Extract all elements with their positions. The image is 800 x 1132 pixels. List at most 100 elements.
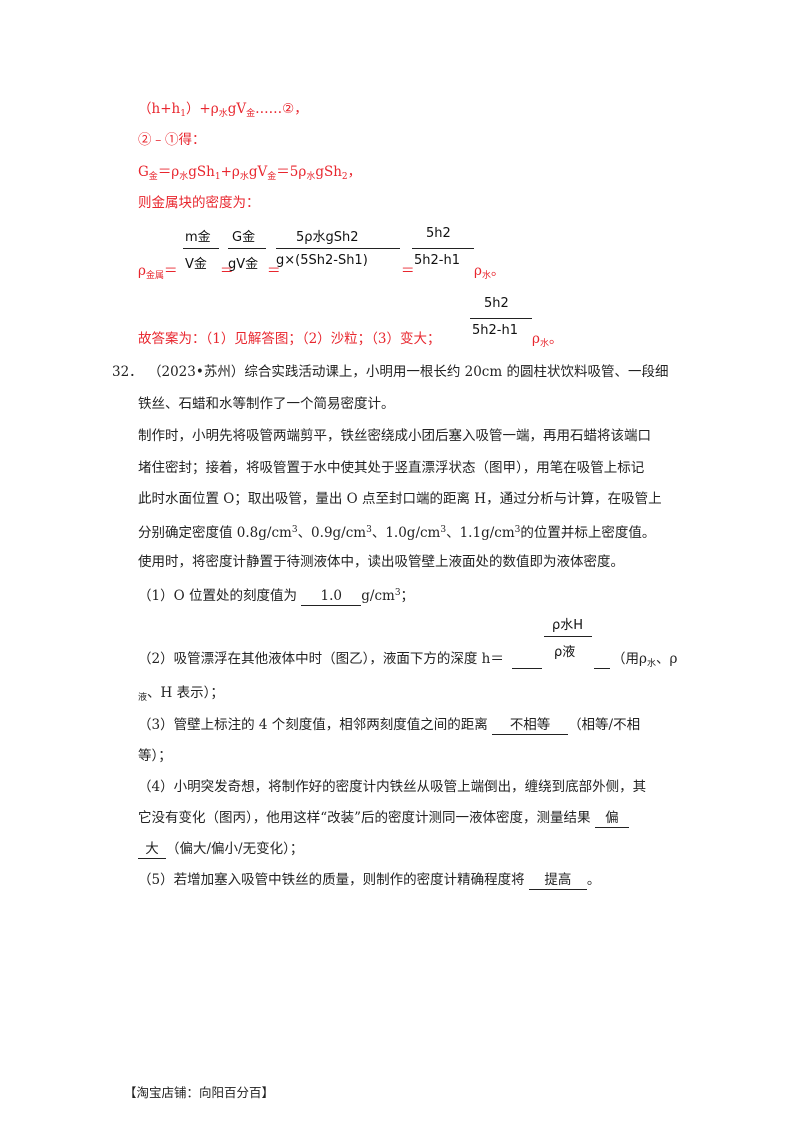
t: 、ρ xyxy=(655,651,678,667)
t: （偏大/偏小/无变化）； xyxy=(166,841,304,857)
subquestion-2-hint-cont: 液、H 表示）； xyxy=(138,684,224,707)
text: gV xyxy=(227,101,247,117)
t: （3）管壁上标注的 4 个刻度值，相邻两刻度值之间的距离 xyxy=(138,717,493,733)
text: （h+h xyxy=(138,101,181,117)
s: 水 xyxy=(481,271,491,281)
t: gV xyxy=(248,164,268,180)
fraction-g-over-gv: G金 gV金 xyxy=(228,226,266,272)
numerator: 5h2 xyxy=(426,226,451,241)
fraction-m-over-v: m金 V金 xyxy=(183,226,219,272)
s: 液 xyxy=(138,693,148,703)
numerator: 5ρ水gSh2 xyxy=(296,230,359,245)
subquestion-4-line-1: （4）小明突发奇想，将制作好的密度计内铁丝从吸管上端倒出，缠绕到底部外侧，其 xyxy=(138,779,647,795)
fraction-expanded: 5ρ水gSh2 g×(5Sh2-Sh1) xyxy=(276,226,400,272)
sup: 3 xyxy=(366,525,372,535)
answer-fraction: 5h2 5h2-h1 xyxy=(470,296,532,342)
t: g/cm xyxy=(361,588,395,604)
t: 分别确定密度值 0.8g/cm xyxy=(138,525,292,541)
question-body-line-4: 分别确定密度值 0.8g/cm3、0.9g/cm3、1.0g/cm3、1.1g/… xyxy=(138,521,655,542)
numerator: ρ水H xyxy=(552,618,584,633)
denominator: g×(5Sh2-Sh1) xyxy=(276,253,368,268)
t: ρ xyxy=(532,331,540,347)
t: ＝ xyxy=(163,263,178,279)
text: 得： xyxy=(178,132,206,148)
s: 金 xyxy=(267,172,277,182)
subquestion-3-cont: 等）； xyxy=(138,748,172,764)
s: 水 xyxy=(306,172,316,182)
numerator: 5h2 xyxy=(484,296,509,311)
denominator: gV金 xyxy=(228,257,259,272)
question-body-line-2: 堵住密封；接着，将吸管置于水中使其处于竖直漂浮状态（图甲），用笔在吸管上标记 xyxy=(138,460,645,476)
sup: 3 xyxy=(514,525,521,535)
t: （相等/不相 xyxy=(568,717,641,733)
t: 、1.1g/cm xyxy=(446,525,515,541)
question-usage-line: 使用时，将密度计静置于待测液体中，读出吸管壁上液面处的数值即为液体密度。 xyxy=(138,554,624,570)
question-intro-line-1: （2023•苏州）综合实践活动课上，小明用一根长约 20cm 的圆柱状饮料吸管、… xyxy=(148,364,669,380)
numerator: m金 xyxy=(185,230,211,245)
equals: ＝ xyxy=(220,263,234,279)
equals: ＝ xyxy=(267,263,281,279)
subquestion-2-hint: （用ρ水、ρ xyxy=(612,650,677,673)
sub: 金 xyxy=(246,109,256,119)
question-number: 32． xyxy=(112,364,143,380)
minus: ﹣ xyxy=(151,132,166,148)
t: gSh xyxy=(188,164,215,180)
t: G xyxy=(138,164,149,180)
answer-blank-5: 提高 xyxy=(528,871,587,890)
t: （1）O 位置处的刻度值为 xyxy=(138,588,302,604)
t: 。 xyxy=(548,331,563,347)
answer-summary: 故答案为：（1）见解答图；（2）沙粒；（3）变大； xyxy=(138,331,441,347)
fraction-bar xyxy=(544,636,592,637)
answer-tail: ρ水。 xyxy=(532,330,562,353)
t: 、0.9g/cm xyxy=(297,525,367,541)
s: 1 xyxy=(214,172,221,182)
s: 水 xyxy=(646,659,656,669)
subquestion-4-line-2: 它没有变化（图丙），他用这样“改装”后的密度计测同一液体密度，测量结果 偏 xyxy=(138,809,629,828)
denominator: 5h2-h1 xyxy=(414,253,460,268)
question-body-line-1: 制作时，小明先将吸管两端剪平，铁丝密绕成小团后塞入吸管一端，再用石蜡将该端口 xyxy=(138,428,651,444)
rho-water-tail: ρ水。 xyxy=(474,262,504,285)
t: 、H 表示）； xyxy=(147,685,224,701)
s: 水 xyxy=(239,172,249,182)
solution-line-3: G金＝ρ水gSh1+ρ水gV金＝5ρ水gSh2， xyxy=(138,163,361,186)
t: ， xyxy=(347,164,362,180)
solution-line-2: ②﹣①得： xyxy=(138,131,206,149)
s: 金属 xyxy=(145,271,164,281)
text: ， xyxy=(294,101,308,117)
sup: 3 xyxy=(291,525,298,535)
answer-blank-4a: 偏 xyxy=(594,809,629,828)
blank-underline-right xyxy=(594,668,610,669)
subquestion-3: （3）管壁上标注的 4 个刻度值，相邻两刻度值之间的距离 不相等（相等/不相 xyxy=(138,716,640,735)
denominator: 5h2-h1 xyxy=(472,323,518,338)
t: ＝ρ xyxy=(157,164,180,180)
sub: 水 xyxy=(218,109,228,119)
t: 的位置并标上密度值。 xyxy=(520,525,656,541)
fraction-result: 5h2 5h2-h1 xyxy=(412,226,474,272)
answer-fraction-depth: ρ水H ρ液 xyxy=(544,614,592,662)
s: 金 xyxy=(148,172,158,182)
blank-underline-left xyxy=(512,668,542,669)
t: 。 xyxy=(586,872,601,888)
question-body-line-3: 此时水面位置 O；取出吸管，量出 O 点至封口端的距离 H，通过分析与计算，在吸… xyxy=(138,491,662,507)
s: 水 xyxy=(179,172,189,182)
solution-line-4: 则金属块的密度为： xyxy=(138,195,260,211)
t: +ρ xyxy=(220,164,240,180)
equation-number: ② xyxy=(282,101,295,117)
denominator: V金 xyxy=(185,257,207,272)
equation-ref: ① xyxy=(165,132,179,148)
sup: 3 xyxy=(394,588,401,598)
answer-blank-1: 1.0 xyxy=(301,587,362,606)
fraction-bar xyxy=(183,248,219,249)
answer-blank-4b: 大 xyxy=(138,840,166,859)
text: …… xyxy=(255,101,283,117)
footer-shop-label: 【淘宝店铺：向阳百分百】 xyxy=(124,1085,275,1100)
t: ρ xyxy=(474,263,482,279)
answer-blank-3: 不相等 xyxy=(492,716,569,735)
subquestion-4-line-3: 大（偏大/偏小/无变化）； xyxy=(138,840,303,859)
equation-ref: ② xyxy=(138,132,152,148)
t: ＝5ρ xyxy=(276,164,307,180)
equals: ＝ xyxy=(401,263,415,279)
t: ρ xyxy=(138,263,146,279)
